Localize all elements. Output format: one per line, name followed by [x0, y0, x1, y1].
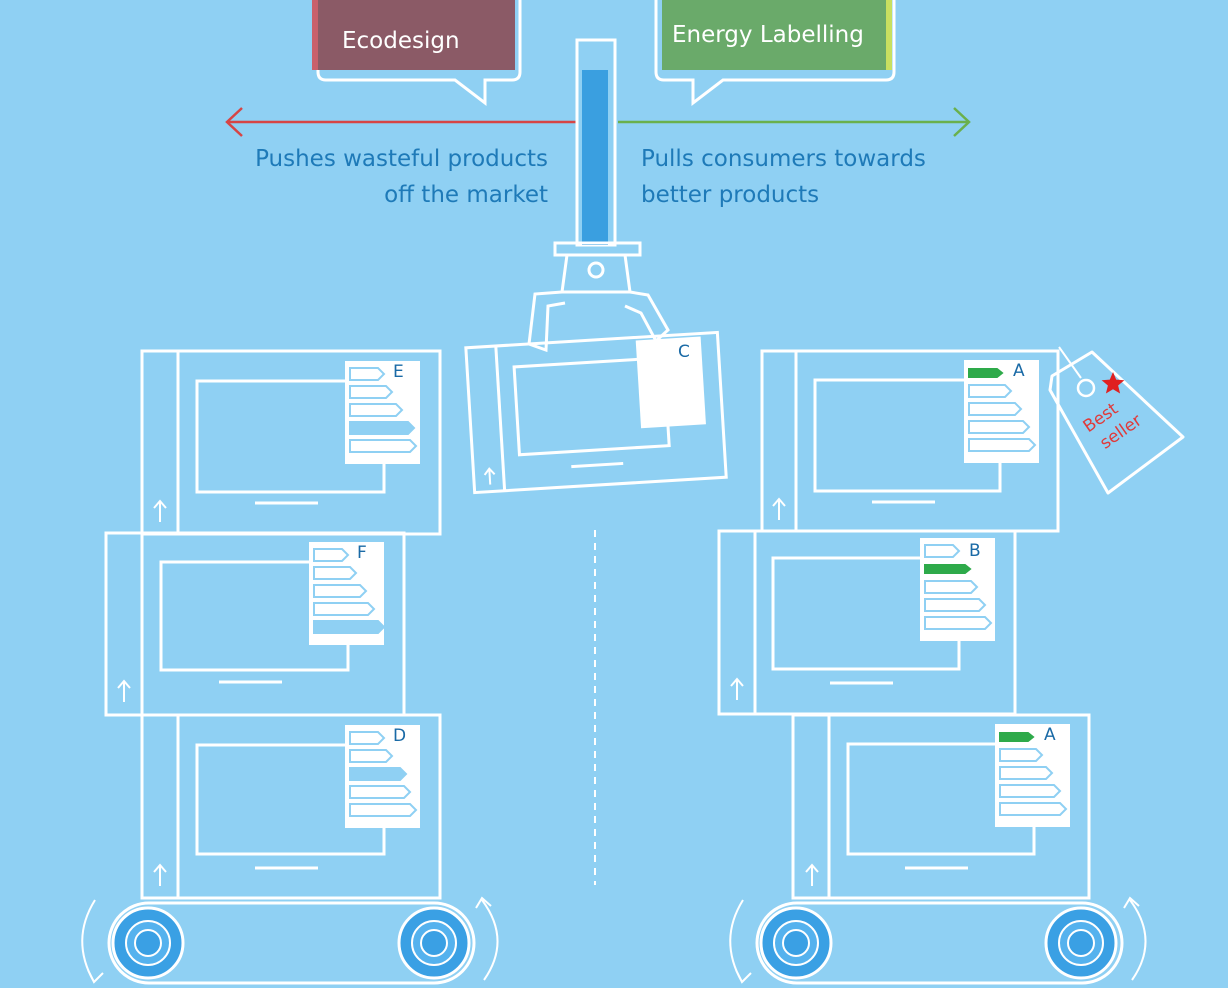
energy-label-bar — [968, 368, 1004, 378]
energy-label-bar — [924, 580, 979, 594]
energy-label-bar — [313, 620, 386, 634]
grade-right-middle: B — [969, 541, 981, 561]
energy-label-bar — [968, 384, 1013, 398]
push-caption-line2: off the market — [384, 181, 548, 208]
conveyor-wheel-icon — [397, 906, 471, 980]
energy-label-bar — [349, 439, 418, 453]
energy-label-bar — [924, 616, 993, 630]
arrow-left-icon — [225, 107, 576, 137]
energy-label-bar — [349, 367, 386, 381]
push-caption: Pushes wasteful products off the market — [255, 142, 548, 213]
energy-label-bar — [968, 438, 1037, 452]
grade-left-top: E — [393, 362, 404, 382]
energy-label-bar — [924, 564, 972, 574]
grade-crane: C — [678, 342, 690, 362]
conveyor-wheel-icon — [1044, 906, 1118, 980]
conveyor-left — [81, 896, 499, 985]
star-icon — [1101, 372, 1125, 394]
energy-label-bar — [999, 732, 1035, 742]
energy-label-bar — [999, 784, 1062, 798]
energy-labelling-bubble — [654, 0, 896, 107]
pull-caption-line2: better products — [641, 181, 820, 208]
push-caption-line1: Pushes wasteful products — [255, 146, 548, 172]
conveyor-wheel-icon — [759, 906, 833, 980]
pull-caption: Pulls consumers towards better products — [641, 142, 926, 213]
ecodesign-bubble — [312, 0, 522, 107]
arrow-right-icon — [618, 107, 971, 137]
energy-label-bar — [349, 803, 418, 817]
crane-tv — [464, 330, 728, 495]
energy-label-bar — [313, 602, 376, 616]
grade-left-bottom: D — [393, 726, 407, 746]
energy-label-bar — [313, 548, 350, 562]
energy-label-bar — [349, 385, 394, 399]
energy-label-bar — [349, 767, 408, 781]
energy-label-bar — [999, 748, 1044, 762]
energy-label-bar — [999, 766, 1054, 780]
conveyor-wheel-icon — [111, 906, 185, 980]
energy-labelling-label: Energy Labelling — [672, 22, 864, 48]
energy-label-bar — [349, 731, 386, 745]
energy-label-bar — [349, 749, 394, 763]
conveyor-right — [729, 896, 1147, 985]
energy-label-bar — [924, 598, 987, 612]
tv-right-top — [760, 349, 1060, 533]
grade-right-top: A — [1013, 361, 1025, 381]
ecodesign-label: Ecodesign — [342, 28, 460, 54]
energy-label-bar — [349, 785, 412, 799]
energy-label-bar — [968, 402, 1023, 416]
crane-claw-icon — [527, 38, 670, 353]
price-tag-icon — [1048, 346, 1185, 495]
energy-label-bar — [349, 403, 404, 417]
energy-label-bar — [349, 421, 416, 435]
energy-label-bar — [313, 584, 368, 598]
pull-caption-line1: Pulls consumers towards — [641, 146, 926, 172]
energy-label-bar — [924, 544, 961, 558]
grade-right-bottom: A — [1044, 725, 1056, 745]
energy-label-crane — [635, 336, 706, 429]
energy-label-bar — [313, 566, 358, 580]
energy-label-bar — [999, 802, 1068, 816]
energy-label-bar — [968, 420, 1031, 434]
tv-right-middle — [717, 529, 1017, 716]
grade-left-middle: F — [357, 543, 367, 563]
